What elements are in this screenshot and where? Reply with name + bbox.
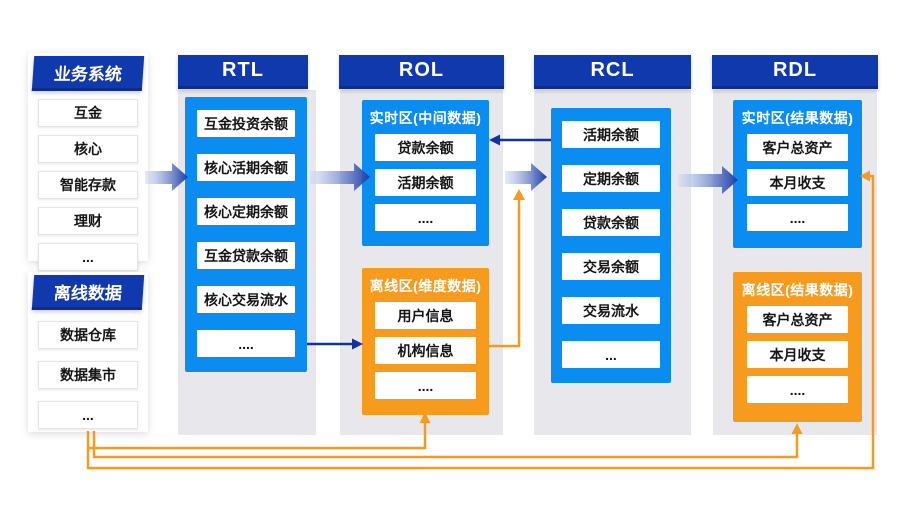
rcl-item-jiaoyi-liushui: 交易流水 (562, 297, 660, 324)
rtl-item-hujin-daikuan: 互金贷款余额 (197, 242, 295, 269)
rdl-realtime-item-more: .... (747, 204, 848, 231)
rdl-item-month-flow: 本月收支 (747, 169, 848, 196)
rol-realtime-block: 实时区(中间数据) 贷款余额 活期余额 .... (362, 100, 489, 246)
rtl-item-more: .... (197, 330, 295, 357)
rcl-table-block: 活期余额 定期余额 贷款余额 交易余额 交易流水 ... (551, 108, 671, 383)
rol-offline-item-more: .... (375, 372, 476, 399)
business-item-licai: 理财 (38, 207, 138, 235)
rcl-item-more: ... (562, 341, 660, 368)
rcl-item-huoqi: 活期余额 (562, 121, 660, 148)
business-systems-header: 业务系统 (31, 56, 145, 91)
rdl-offline-block: 离线区(结果数据) 客户总资产 本月收支 .... (733, 272, 862, 422)
rcl-item-daikuan: 贷款余额 (562, 209, 660, 236)
offline-item-more: ... (38, 401, 138, 429)
offline-item-mart: 数据集市 (38, 361, 138, 389)
rtl-item-hexin-huoqi: 核心活期余额 (197, 154, 295, 181)
rtl-item-hexin-jiaoyi: 核心交易流水 (197, 286, 295, 313)
business-item-hexin: 核心 (38, 135, 138, 163)
rol-item-daikuan: 贷款余额 (375, 134, 476, 161)
rcl-column-header: RCL (534, 55, 691, 89)
rtl-column-header: RTL (178, 55, 308, 89)
rol-item-more: .... (375, 204, 476, 231)
business-item-zhineng-cunkuan: 智能存款 (38, 171, 138, 199)
offline-data-panel: 离线数据 数据仓库 数据集市 ... (28, 272, 148, 432)
rol-item-huoqi: 活期余额 (375, 169, 476, 196)
rdl-offline-item-total-assets: 客户总资产 (747, 306, 848, 333)
rdl-realtime-block: 实时区(结果数据) 客户总资产 本月收支 .... (733, 100, 862, 248)
rol-column-header: ROL (339, 55, 504, 89)
rol-offline-title: 离线区(维度数据) (369, 278, 482, 294)
business-systems-panel: 业务系统 互金 核心 智能存款 理财 ... (28, 53, 148, 271)
rcl-item-jiaoyi-yue: 交易余额 (562, 253, 660, 280)
offline-item-warehouse: 数据仓库 (38, 321, 138, 349)
rtl-table-block: 互金投资余额 核心活期余额 核心定期余额 互金贷款余额 核心交易流水 .... (185, 97, 307, 372)
rtl-item-hujin-touzi: 互金投资余额 (197, 110, 295, 137)
offline-data-header: 离线数据 (31, 275, 145, 310)
rdl-offline-item-month-flow: 本月收支 (747, 341, 848, 368)
rcl-item-dingqi: 定期余额 (562, 165, 660, 192)
rdl-realtime-title: 实时区(结果数据) (741, 110, 854, 126)
rdl-offline-item-more: .... (747, 376, 848, 403)
rol-item-org-info: 机构信息 (375, 337, 476, 364)
business-item-hujin: 互金 (38, 99, 138, 127)
rtl-item-hexin-dingqi: 核心定期余额 (197, 198, 295, 225)
rol-item-user-info: 用户信息 (375, 302, 476, 329)
rdl-offline-title: 离线区(结果数据) (741, 282, 854, 298)
rdl-column-header: RDL (712, 55, 878, 89)
rol-offline-block: 离线区(维度数据) 用户信息 机构信息 .... (362, 268, 489, 415)
rol-realtime-title: 实时区(中间数据) (369, 110, 482, 126)
business-item-more: ... (38, 243, 138, 271)
rdl-item-total-assets: 客户总资产 (747, 134, 848, 161)
